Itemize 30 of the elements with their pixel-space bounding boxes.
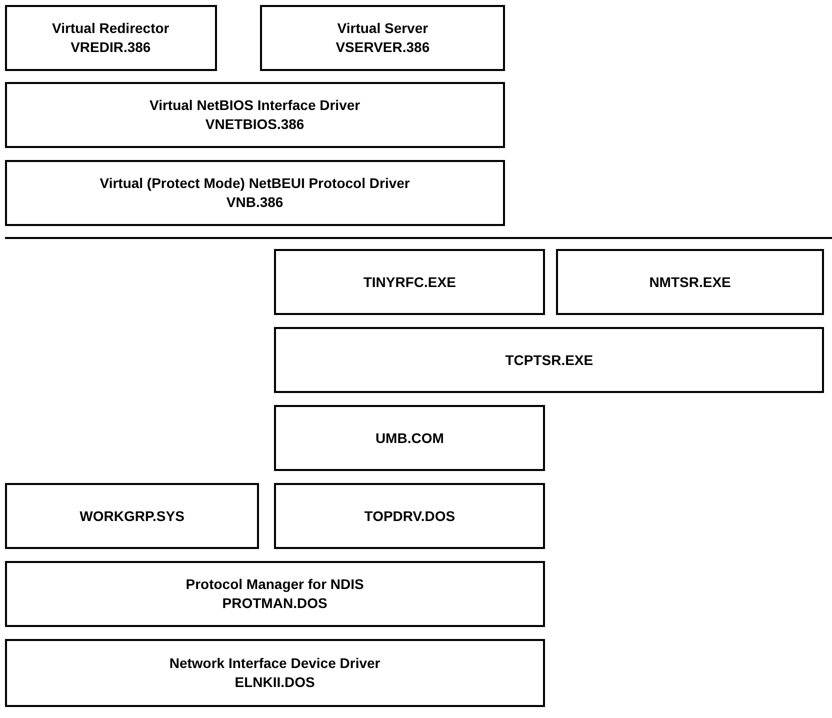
- file-name: VSERVER.386: [336, 38, 430, 57]
- component-name: Virtual (Protect Mode) NetBEUI Protocol Driver: [100, 174, 410, 193]
- component-name: Virtual NetBIOS Interface Driver: [150, 96, 360, 115]
- file-name: ELNKII.DOS: [234, 673, 315, 692]
- file-name: VREDIR.386: [70, 38, 151, 57]
- layer-box: [4, 82, 505, 148]
- layer-box: [4, 483, 260, 549]
- file-name: VNB.386: [226, 193, 284, 212]
- layer-box: [274, 249, 545, 315]
- file-name: UMB.COM: [375, 428, 444, 448]
- layer-box: [274, 327, 824, 393]
- file-name: TCPTSR.EXE: [505, 350, 594, 370]
- component-name: Protocol Manager for NDIS: [186, 575, 364, 594]
- file-name: PROTMAN.DOS: [222, 594, 328, 613]
- file-name: WORKGRP.SYS: [80, 506, 184, 526]
- layer-box: [556, 249, 824, 315]
- layer-box: [4, 160, 505, 226]
- layer-box: [274, 405, 545, 471]
- layer-box: [4, 639, 545, 707]
- component-name: Virtual Server: [337, 19, 428, 38]
- layer-box: [4, 561, 545, 627]
- layer-box: [4, 5, 217, 71]
- file-name: TINYRFC.EXE: [363, 272, 456, 292]
- file-name: NMTSR.EXE: [649, 272, 731, 292]
- file-name: TOPDRV.DOS: [364, 506, 456, 526]
- component-name: Virtual Redirector: [52, 19, 170, 38]
- layer-box: [260, 5, 505, 71]
- component-name: Network Interface Device Driver: [169, 654, 380, 673]
- layer-box: [274, 483, 545, 549]
- file-name: VNETBIOS.386: [205, 115, 304, 134]
